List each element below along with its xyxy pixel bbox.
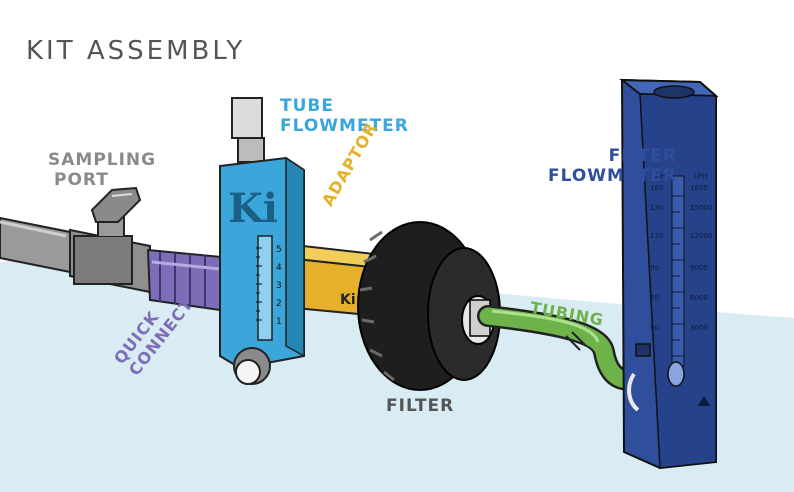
page-title: KIT ASSEMBLY	[26, 36, 246, 66]
filter-scale-right-3: 9000	[690, 264, 708, 272]
filter-flowmeter-scale: LPH LPH 160 130 110 90 70 50 1600 15000 …	[650, 172, 712, 357]
filter-scale-left-4: 70	[650, 294, 659, 302]
tube-flowmeter-label: TUBE FLOWMETER	[280, 96, 409, 137]
filter-unit-left: LPH	[652, 172, 665, 180]
filter-scale-left-3: 90	[650, 264, 659, 272]
filter-housing	[357, 221, 501, 391]
tube-flowmeter-scale: 5 4 3 2 1	[256, 245, 282, 327]
filter-scale-right-4: 6000	[690, 294, 708, 302]
filter-scale-left-1: 130	[650, 204, 663, 212]
tube-scale-3: 3	[276, 281, 282, 291]
tube-scale-4: 4	[276, 263, 282, 273]
filter-scale-right-0: 1600	[690, 184, 708, 192]
tube-flowmeter-brand: Ki	[228, 185, 278, 232]
filter-flowmeter-device: LPH LPH 160 130 110 90 70 50 1600 15000 …	[618, 78, 719, 470]
filter-scale-left-5: 50	[650, 324, 659, 332]
sampling-port-label-line-2: PORT	[54, 170, 109, 191]
sampling-port-valve	[73, 186, 142, 285]
filter-flowmeter-label-line-1: FILTER	[608, 146, 677, 166]
filter-flowmeter-label-line-2: FLOWMETER	[548, 166, 677, 187]
tube-flowmeter-label-line-2: FLOWMETER	[280, 116, 409, 137]
tube-flowmeter-label-line-1: TUBE	[280, 96, 334, 116]
filter-unit-right: LPH	[694, 172, 707, 180]
filter-scale-right-1: 15000	[690, 204, 712, 212]
sampling-port-label: SAMPLING PORT	[48, 150, 156, 191]
filter-flowmeter-label: FILTER FLOWMETER	[548, 146, 677, 187]
tube-scale-5: 5	[276, 245, 282, 255]
green-tubing	[477, 305, 651, 391]
tube-scale-2: 2	[276, 299, 282, 309]
filter-label: FILTER	[386, 396, 455, 416]
tube-flowmeter-device: Ki 5 4 3 2 1	[219, 97, 305, 385]
adaptor-marking: Ki	[340, 292, 356, 308]
filter-scale-left-0: 160	[650, 184, 663, 192]
filter-scale-left-2: 110	[650, 232, 663, 240]
quick-connect-fitting	[146, 248, 236, 314]
filter-scale-right-5: 3000	[690, 324, 708, 332]
sampling-port-label-line-1: SAMPLING	[48, 150, 157, 170]
tube-scale-1: 1	[276, 317, 282, 327]
filter-scale-right-2: 12000	[690, 232, 712, 240]
